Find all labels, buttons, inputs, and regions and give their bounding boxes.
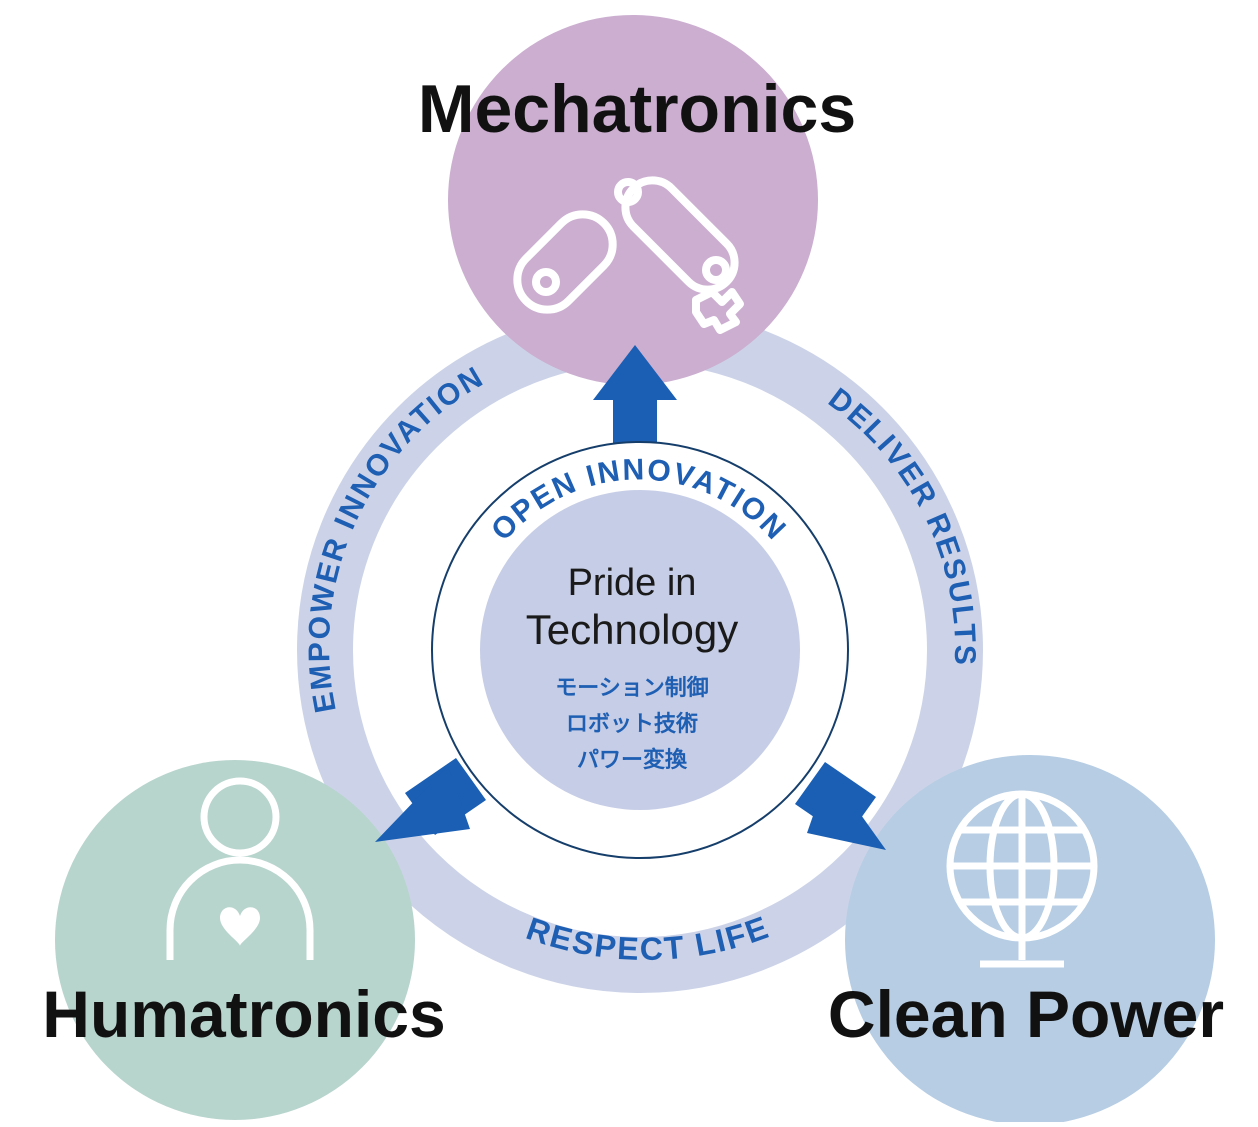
humatronics-title: Humatronics xyxy=(42,977,445,1051)
core-title-line1: Pride in xyxy=(568,562,697,604)
person-heart-icon xyxy=(166,777,314,960)
core-jp-line1: モーション制御 xyxy=(555,675,709,701)
core-jp-line2: ロボット技術 xyxy=(566,711,698,737)
mechatronics-title: Mechatronics xyxy=(418,71,856,147)
core-inner-circle xyxy=(480,490,800,810)
humatronics-circle xyxy=(55,760,415,1120)
arrow-to-clean-power xyxy=(795,762,886,850)
robot-arm-icon xyxy=(513,176,744,334)
globe-icon xyxy=(946,790,1098,968)
core-jp-line3: パワー変換 xyxy=(577,747,688,773)
arrow-to-humatronics xyxy=(375,758,486,842)
clean-power-title: Clean Power xyxy=(828,977,1224,1051)
core-title-line2: Technology xyxy=(526,606,738,653)
